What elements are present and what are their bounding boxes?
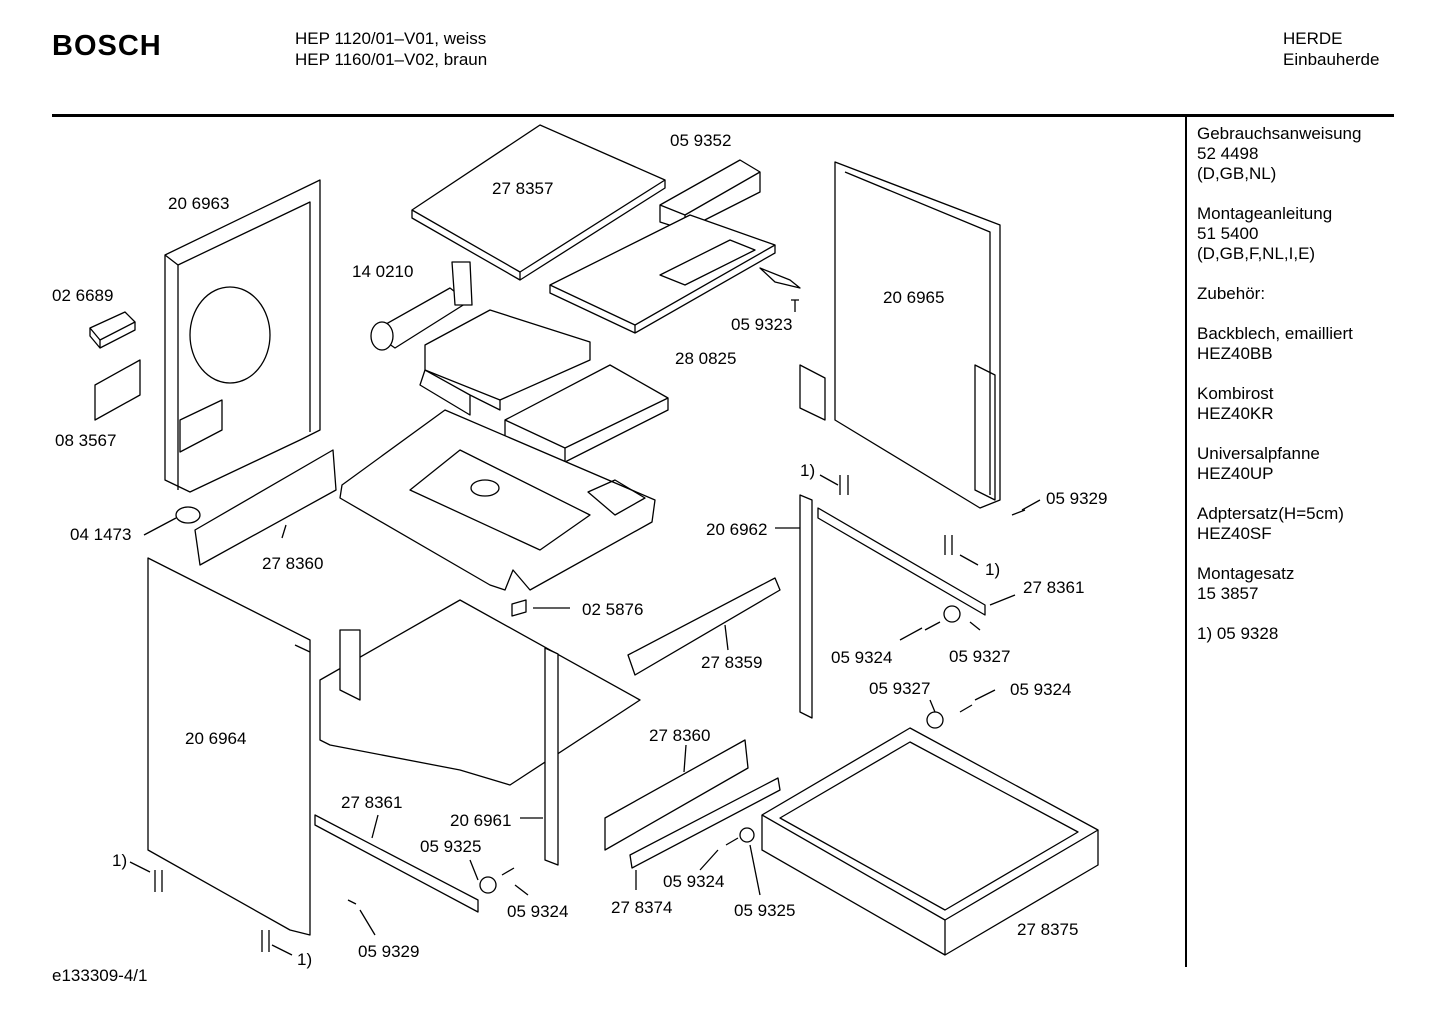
accessory-code: HEZ40KR [1197, 404, 1274, 423]
accessory-adapter-set: Adptersatz(H=5cm) HEZ40SF [1197, 504, 1361, 544]
rail-shape [194, 449, 337, 566]
accessory-baking-tray: Backblech, emailliert HEZ40BB [1197, 324, 1361, 364]
model-line-1: HEP 1120/01–V01, weiss [295, 29, 487, 48]
sidebar-divider [1185, 117, 1187, 967]
model-line-2: HEP 1160/01–V02, braun [295, 50, 488, 69]
drawing-code: e133309-4/1 [52, 966, 148, 985]
right-side-panel-shape [834, 161, 1001, 509]
label-20-6964: 20 6964 [185, 729, 246, 748]
installation-number: 51 5400 [1197, 224, 1259, 243]
label-05-9324: 05 9324 [507, 902, 568, 921]
installation-title: Montageanleitung [1197, 204, 1333, 223]
sidebar-notes: Gebrauchsanweisung 52 4498 (D,GB,NL) Mon… [1197, 124, 1361, 664]
footnote-1: 1) 05 9328 [1197, 624, 1279, 643]
hinge-bracket-shape [799, 364, 826, 421]
accessory-mounting-set: Montagesatz 15 3857 [1197, 564, 1361, 604]
label-05-9324: 05 9324 [1010, 680, 1071, 699]
accessory-name: Universalpfanne [1197, 444, 1320, 463]
label-footnote-marker: 1) [800, 461, 815, 480]
part-number-labels: 27 8357 05 9352 20 6963 14 0210 02 6689 … [52, 131, 1107, 969]
accessory-name: Kombirost [1197, 384, 1274, 403]
base-frame-shape [339, 409, 656, 591]
installation-block: Montageanleitung 51 5400 (D,GB,F,NL,I,E) [1197, 204, 1361, 264]
category-line-2: Einbauherde [1283, 50, 1380, 69]
label-20-6965: 20 6965 [883, 288, 944, 307]
installation-languages: (D,GB,F,NL,I,E) [1197, 244, 1316, 263]
accessory-combi-rack: Kombirost HEZ40KR [1197, 384, 1361, 424]
rail-shape [314, 814, 479, 913]
accessories-heading-block: Zubehör: [1197, 284, 1361, 304]
left-side-panel-shape [164, 179, 321, 493]
label-05-9324: 05 9324 [663, 872, 724, 891]
bottom-frame-shape [319, 599, 641, 786]
label-14-0210: 14 0210 [352, 262, 413, 281]
left-door-panel-shape [147, 557, 311, 936]
label-27-8360: 27 8360 [262, 554, 323, 573]
label-05-9325: 05 9325 [420, 837, 481, 856]
clip-shape [759, 267, 801, 289]
label-footnote-marker: 1) [985, 560, 1000, 579]
label-05-9324: 05 9324 [831, 648, 892, 667]
label-27-8359: 27 8359 [701, 653, 762, 672]
category-line-1: HERDE [1283, 29, 1343, 48]
bracket-shape [659, 159, 761, 231]
air-duct-shape [424, 309, 591, 401]
label-04-1473: 04 1473 [70, 525, 131, 544]
accessory-name: Montagesatz [1197, 564, 1295, 583]
label-08-3567: 08 3567 [55, 431, 116, 450]
label-footnote-marker: 1) [297, 950, 312, 969]
accessory-code: HEZ40BB [1197, 344, 1273, 363]
label-02-6689: 02 6689 [52, 286, 113, 305]
accessory-code: 15 3857 [1197, 584, 1259, 603]
label-02-5876: 02 5876 [582, 600, 643, 619]
label-20-6961: 20 6961 [450, 811, 511, 830]
header-divider [52, 114, 1394, 117]
label-27-8361: 27 8361 [1023, 578, 1084, 597]
label-05-9329: 05 9329 [358, 942, 419, 961]
accessory-name: Backblech, emailliert [1197, 324, 1353, 343]
label-27-8375: 27 8375 [1017, 920, 1078, 939]
label-05-9352: 05 9352 [670, 131, 731, 150]
rail-shape [627, 577, 781, 676]
label-05-9323: 05 9323 [731, 315, 792, 334]
rail-shape [817, 507, 986, 616]
label-27-8361: 27 8361 [341, 793, 402, 812]
foot-knob-shape [175, 506, 201, 524]
drawer-shape [761, 727, 1099, 921]
footnote-block: 1) 05 9328 [1197, 624, 1361, 644]
accessory-code: HEZ40SF [1197, 524, 1272, 543]
manual-number: 52 4498 [1197, 144, 1259, 163]
label-05-9327: 05 9327 [949, 647, 1010, 666]
accessory-universal-pan: Universalpfanne HEZ40UP [1197, 444, 1361, 484]
accessory-name: Adptersatz(H=5cm) [1197, 504, 1344, 523]
label-27-8360: 27 8360 [649, 726, 710, 745]
vertical-rail-shape [799, 494, 813, 719]
manual-languages: (D,GB,NL) [1197, 164, 1277, 183]
clip-shape [511, 599, 527, 617]
clip-shape [89, 311, 136, 341]
manual-block: Gebrauchsanweisung 52 4498 (D,GB,NL) [1197, 124, 1361, 184]
label-05-9329: 05 9329 [1046, 489, 1107, 508]
vertical-strip-shape [544, 647, 559, 866]
plate-bracket-shape [94, 359, 141, 421]
rail-shape [604, 739, 749, 851]
manual-title: Gebrauchsanweisung [1197, 124, 1362, 143]
label-20-6962: 20 6962 [706, 520, 767, 539]
label-28-0825: 28 0825 [675, 349, 736, 368]
label-20-6963: 20 6963 [168, 194, 229, 213]
label-05-9325: 05 9325 [734, 901, 795, 920]
accessories-heading: Zubehör: [1197, 284, 1266, 303]
label-27-8374: 27 8374 [611, 898, 672, 917]
accessory-code: HEZ40UP [1197, 464, 1274, 483]
label-footnote-marker: 1) [112, 851, 127, 870]
label-05-9327: 05 9327 [869, 679, 930, 698]
brand-logo: BOSCH [52, 30, 162, 62]
rail-shape [629, 777, 781, 869]
label-27-8357: 27 8357 [492, 179, 553, 198]
